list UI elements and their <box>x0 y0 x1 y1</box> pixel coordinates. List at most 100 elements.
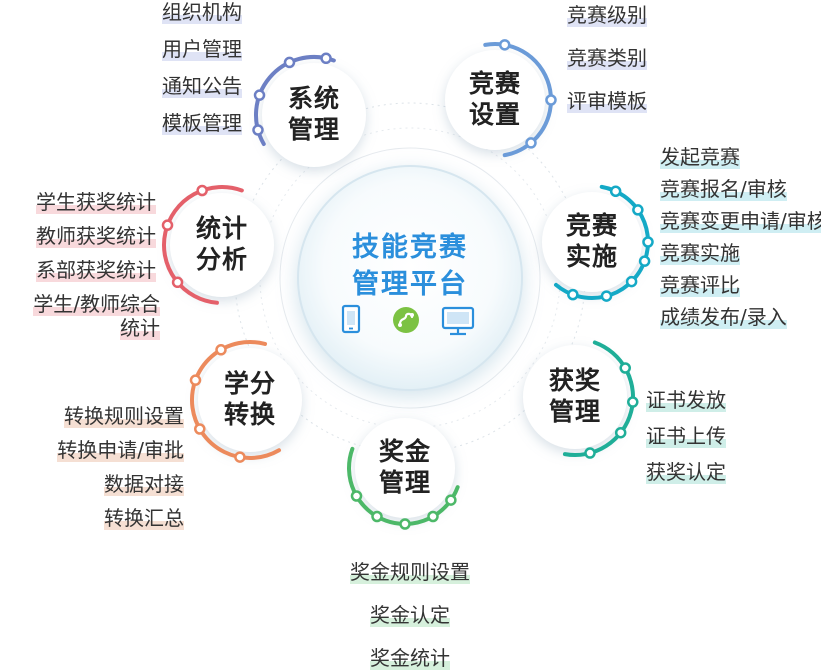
item-text-stats-0: 学生获奖统计 <box>36 190 156 214</box>
node-system <box>252 52 366 167</box>
node-label-contest-settings-1: 竞赛 <box>468 69 521 98</box>
node-label-bonus-1: 奖金 <box>378 437 431 466</box>
item-text-contest-execution-3: 竞赛实施 <box>660 241 740 265</box>
item-text-credit-1: 转换申请/审批 <box>57 438 184 462</box>
node-dot-bonus-1 <box>427 510 439 523</box>
item-contest-execution-2: 竞赛变更申请/审核 <box>658 209 821 233</box>
item-credit-1: 转换申请/审批 <box>55 438 186 462</box>
desktop-monitor-icon <box>441 306 475 336</box>
item-system-0: 组织机构 <box>160 0 244 24</box>
node-dot-award-3 <box>584 447 596 459</box>
node-label-award-2: 管理 <box>548 397 601 426</box>
node-arc-credit <box>190 340 281 460</box>
node-dot-credit-2 <box>189 374 202 386</box>
node-dot-bonus-2 <box>399 518 411 530</box>
node-label-system-2: 管理 <box>287 115 340 144</box>
item-contest-execution-4: 竞赛评比 <box>658 273 742 297</box>
node-dot-credit-0 <box>234 451 246 463</box>
mini-program-icon <box>393 307 419 333</box>
node-label-stats-1: 统计 <box>195 214 248 243</box>
item-text-credit-0: 转换规则设置 <box>64 404 184 428</box>
node-dot-bonus-0 <box>445 494 457 506</box>
node-dot-bonus-3 <box>371 510 383 523</box>
item-contest-settings-2: 评审模板 <box>565 89 649 113</box>
node-arc-bonus <box>347 446 460 526</box>
item-text-stats-1: 教师获奖统计 <box>36 224 156 248</box>
item-text-system-1: 用户管理 <box>162 37 242 61</box>
node-dot-contest-execution-3 <box>638 255 651 267</box>
node-label-bonus-2: 管理 <box>378 468 431 497</box>
node-dot-contest-execution-2 <box>642 236 654 248</box>
item-credit-3: 转换汇总 <box>102 506 186 530</box>
item-text-bonus-0: 奖金规则设置 <box>350 560 470 584</box>
node-dot-contest-execution-4 <box>625 275 638 288</box>
item-stats-3-line1: 学生/教师综合 <box>33 292 160 316</box>
node-disc-system <box>262 63 366 167</box>
node-dot-contest-execution-5 <box>600 290 613 302</box>
item-text-award-2: 获奖认定 <box>646 460 726 484</box>
node-disc-stats <box>170 193 274 297</box>
node-label-contest-execution-1: 竞赛 <box>565 211 618 240</box>
item-stats-2: 系部获奖统计 <box>34 258 158 282</box>
node-disc-award <box>523 345 627 449</box>
node-dot-system-2 <box>283 56 296 69</box>
item-award-1: 证书上传 <box>644 424 728 448</box>
node-disc-contest-execution <box>542 192 642 292</box>
node-contest-execution <box>542 184 654 302</box>
item-text-contest-execution-2: 竞赛变更申请/审核 <box>660 209 821 233</box>
item-stats-3: 学生/教师综合统计 <box>2 292 162 340</box>
item-contest-settings-1: 竞赛类别 <box>565 46 649 70</box>
item-bonus-1: 奖金认定 <box>0 603 820 627</box>
item-text-contest-settings-1: 竞赛类别 <box>567 46 647 70</box>
node-credit <box>189 340 302 463</box>
node-label-stats-2: 分析 <box>195 245 248 274</box>
item-credit-0: 转换规则设置 <box>62 404 186 428</box>
node-dot-credit-3 <box>215 344 227 356</box>
node-dot-contest-settings-0 <box>498 39 511 51</box>
item-text-award-1: 证书上传 <box>646 424 726 448</box>
node-disc-credit <box>198 348 302 452</box>
node-award <box>523 340 639 459</box>
item-text-bonus-2: 奖金统计 <box>370 646 450 670</box>
item-text-contest-execution-5: 成绩发布/录入 <box>660 305 787 329</box>
item-text-award-0: 证书发放 <box>646 388 726 412</box>
node-dot-system-1 <box>253 89 266 101</box>
item-text-contest-settings-0: 竞赛级别 <box>567 3 647 27</box>
item-contest-settings-0: 竞赛级别 <box>565 3 649 27</box>
node-dot-contest-execution-1 <box>632 204 644 216</box>
item-bonus-2: 奖金统计 <box>0 646 820 670</box>
item-contest-execution-3: 竞赛实施 <box>658 241 742 265</box>
item-award-0: 证书发放 <box>644 388 728 412</box>
node-label-award-1: 获奖 <box>548 366 601 395</box>
node-dot-system-0 <box>252 124 264 136</box>
item-text-contest-execution-4: 竞赛评比 <box>660 273 740 297</box>
item-system-3: 模板管理 <box>160 111 244 135</box>
node-dot-credit-1 <box>194 423 206 435</box>
node-arc-stats <box>162 185 244 305</box>
node-dot-stats-0 <box>171 276 184 289</box>
item-contest-execution-1: 竞赛报名/审核 <box>658 177 789 201</box>
node-bonus <box>347 418 460 530</box>
node-dot-contest-settings-1 <box>545 94 557 106</box>
item-text-contest-settings-2: 评审模板 <box>567 89 647 113</box>
item-text-contest-execution-1: 竞赛报名/审核 <box>660 177 787 201</box>
node-disc-contest-settings <box>445 50 545 150</box>
item-stats-1: 教师获奖统计 <box>34 224 158 248</box>
node-dot-contest-execution-6 <box>567 288 579 301</box>
node-label-contest-settings-2: 设置 <box>468 100 521 129</box>
center-hub: 技能竞赛 管理平台 <box>300 168 520 388</box>
item-text-system-2: 通知公告 <box>162 74 242 98</box>
node-label-contest-execution-2: 实施 <box>565 242 618 271</box>
node-contest-settings <box>445 39 557 158</box>
item-system-2: 通知公告 <box>160 74 244 98</box>
node-dot-stats-2 <box>196 184 208 197</box>
node-label-system-1: 系统 <box>287 84 340 113</box>
item-stats-0: 学生获奖统计 <box>34 190 158 214</box>
item-text-credit-3: 转换汇总 <box>104 506 184 530</box>
node-dot-bonus-4 <box>350 490 363 502</box>
item-credit-2: 数据对接 <box>102 472 186 496</box>
center-title-line1: 技能竞赛 <box>352 232 468 263</box>
item-contest-execution-0: 发起竞赛 <box>658 145 742 169</box>
item-award-2: 获奖认定 <box>644 460 728 484</box>
node-label-credit-2: 转换 <box>223 400 276 429</box>
